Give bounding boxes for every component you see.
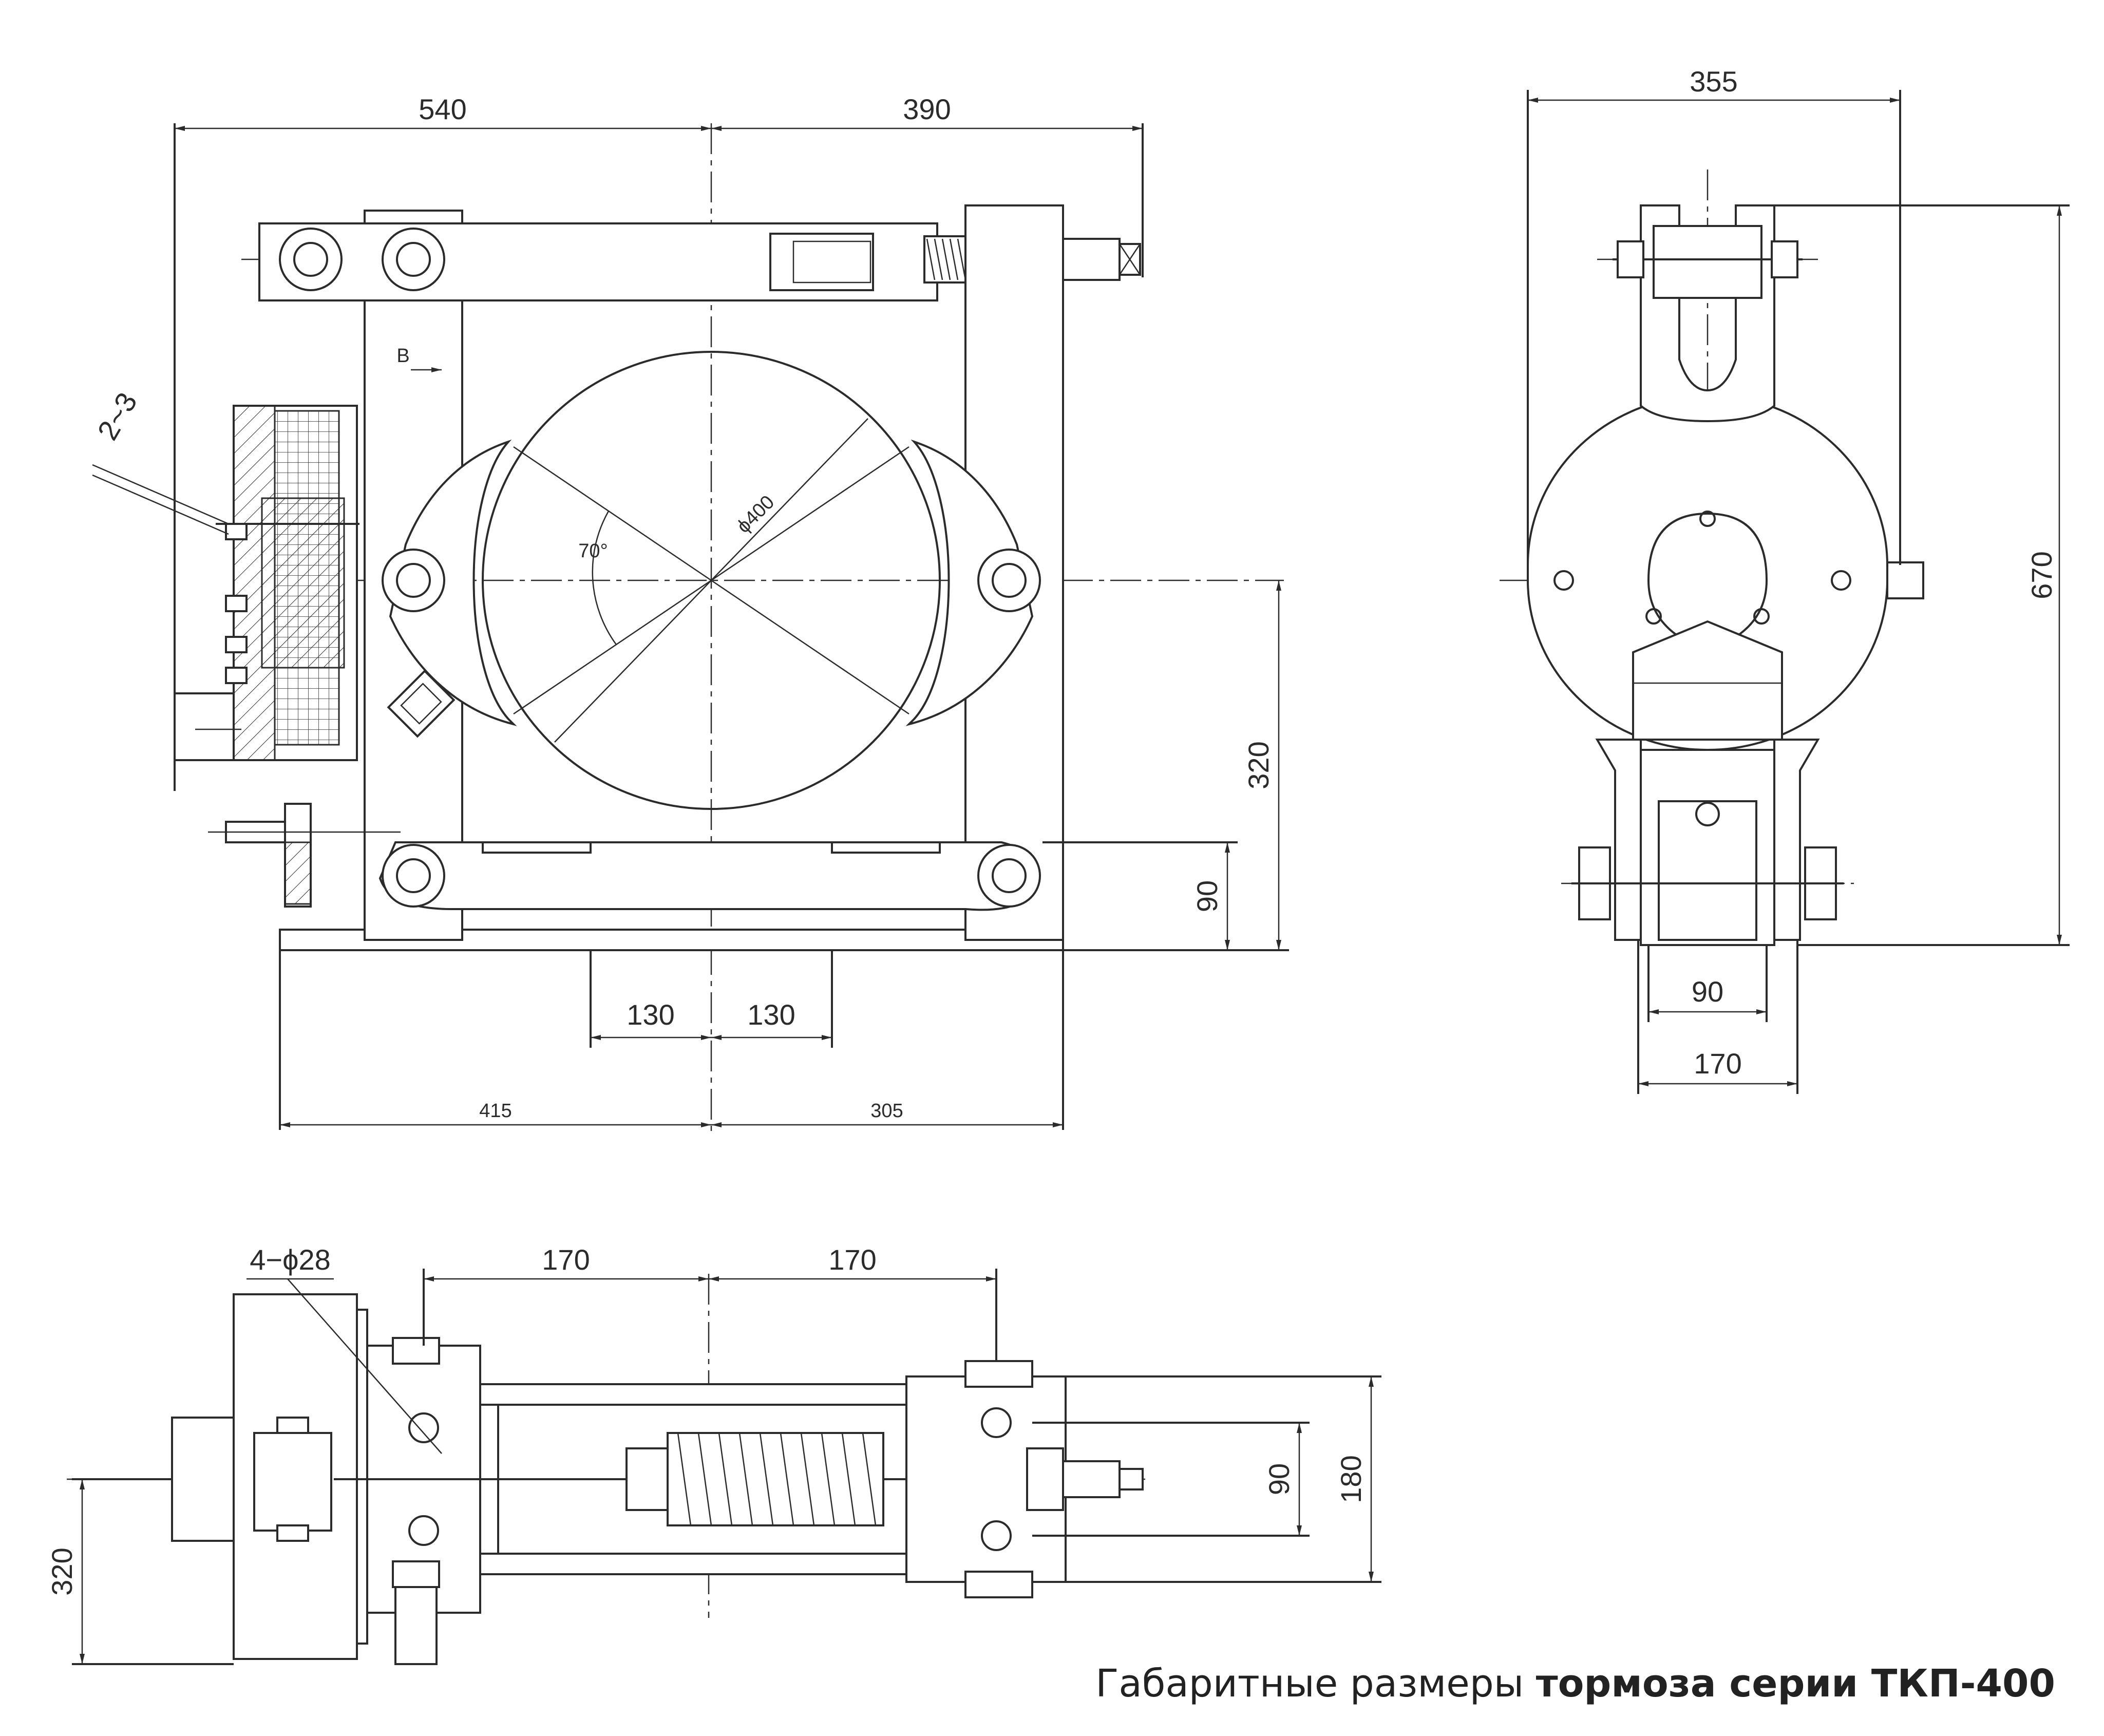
upper-clevis xyxy=(1653,225,1762,299)
plan-view: 4−ϕ28 170 170 90 180 320 xyxy=(46,1243,1381,1665)
dim-text-415: 415 xyxy=(479,1100,511,1122)
plan-rod-end xyxy=(1119,1468,1144,1490)
hub-hole-top xyxy=(1699,511,1716,527)
upper-nut-right xyxy=(1771,240,1798,278)
bolt-hole-right xyxy=(1831,570,1851,591)
dim-text-side-170: 170 xyxy=(1694,1047,1741,1080)
terminal-box xyxy=(174,692,235,761)
plan-right-top-clamp xyxy=(964,1360,1033,1388)
plan-spring-cap xyxy=(625,1447,669,1511)
side-view: 355 670 90 170 xyxy=(1500,65,2070,1094)
dim-text-side-90: 90 xyxy=(1692,975,1723,1008)
bolt-hole-left xyxy=(1553,570,1574,591)
lower-fork-left xyxy=(1595,739,1642,941)
plan-hole-left-bottom xyxy=(408,1515,439,1546)
plan-bar-bottom xyxy=(479,1553,907,1575)
dim-text-plan-180: 180 xyxy=(1335,1455,1367,1503)
bolt-a xyxy=(225,523,248,540)
plan-hole-left-top xyxy=(408,1412,439,1443)
dim-text-670: 670 xyxy=(2025,551,2058,599)
plan-hole-right-top xyxy=(981,1407,1012,1438)
plan-bar-top xyxy=(479,1383,907,1406)
motor-hub xyxy=(1647,512,1768,638)
brake-drum xyxy=(482,351,941,810)
gap-leader-a xyxy=(92,464,229,525)
gap-leader-b xyxy=(92,474,229,535)
bolt-b xyxy=(225,595,248,612)
pin-shoe-right xyxy=(977,549,1041,612)
angle-line-lower-right xyxy=(711,579,909,715)
gap-letter-text: B xyxy=(396,345,409,367)
dim-text-plan-170-left: 170 xyxy=(542,1243,590,1276)
caption-normal: Габаритные размеры xyxy=(1095,1662,1536,1706)
pin-top-left xyxy=(279,228,343,291)
plan-adjust-nut xyxy=(1062,1460,1121,1498)
front-view: 540 390 415 305 130 130 320 90 2~3 70° ϕ… xyxy=(91,93,1289,1135)
lower-fork-right xyxy=(1773,739,1820,941)
plan-spring xyxy=(667,1432,884,1526)
holes-text: 4−ϕ28 xyxy=(250,1243,331,1276)
diameter-text: ϕ400 xyxy=(733,492,779,538)
bolt-d xyxy=(225,667,248,684)
lower-bar-plate-right xyxy=(831,841,941,854)
angle-text: 70° xyxy=(578,540,608,562)
lower-bar-plate-left xyxy=(482,841,592,854)
dim-text-540: 540 xyxy=(419,93,466,125)
pin-bottom-left xyxy=(382,844,445,908)
plan-hole-right-bottom xyxy=(981,1520,1012,1551)
plan-clevis-nut-bottom xyxy=(276,1524,309,1542)
lower-bolt-head xyxy=(1695,802,1720,826)
dim-text-plan-90: 90 xyxy=(1263,1463,1295,1495)
dim-text-320: 320 xyxy=(1242,741,1275,789)
pin-top-lever xyxy=(382,228,445,291)
adjust-nut xyxy=(1062,238,1121,281)
rod-end-cross xyxy=(1119,243,1141,275)
dim-text-90: 90 xyxy=(1191,880,1223,912)
angle-line-lower-left xyxy=(513,579,712,715)
bolt-c xyxy=(225,636,248,653)
dim-text-plan-170-right: 170 xyxy=(828,1243,876,1276)
hub-hole-left xyxy=(1645,608,1662,625)
plan-right-nut xyxy=(1026,1447,1064,1511)
dim-text-plan-320: 320 xyxy=(46,1548,78,1595)
lever-bracket-inner xyxy=(792,240,871,284)
top-spring xyxy=(923,235,966,284)
lower-clevis-inner xyxy=(1658,800,1757,941)
dim-text-130-right: 130 xyxy=(747,998,795,1031)
plan-left-top-clamp xyxy=(392,1337,440,1365)
lever-bracket xyxy=(769,233,874,291)
adjust-bracket xyxy=(387,669,456,738)
plan-clevis-nut-top xyxy=(276,1417,309,1434)
caption-bold: тормоза серии ТКП-400 xyxy=(1536,1662,2055,1706)
plan-left-post xyxy=(394,1586,438,1665)
pin-shoe-left xyxy=(382,549,445,612)
plan-terminal-box xyxy=(171,1417,235,1542)
plan-magnet-clevis xyxy=(253,1432,332,1532)
armature xyxy=(261,497,345,669)
side-plug xyxy=(1886,561,1924,599)
dim-text-305: 305 xyxy=(870,1100,903,1122)
pin-bottom-right xyxy=(977,844,1041,908)
release-flange-hatch xyxy=(284,841,312,905)
hub-hole-right xyxy=(1753,608,1770,625)
left-brake-shoe xyxy=(389,439,517,726)
dim-text-130-left: 130 xyxy=(627,998,674,1031)
angle-arc xyxy=(592,511,617,645)
angle-line-upper-left xyxy=(513,446,712,581)
right-brake-shoe xyxy=(905,439,1034,726)
drawing-caption: Габаритные размеры тормоза серии ТКП-400 xyxy=(1095,1662,2055,1706)
plan-left-bottom-clamp xyxy=(392,1560,440,1588)
dim-text-gap: 2~3 xyxy=(91,387,143,445)
dim-text-355: 355 xyxy=(1690,65,1737,98)
dim-text-390: 390 xyxy=(903,93,951,125)
angle-line-upper-right xyxy=(711,446,909,581)
upper-nut-left xyxy=(1617,240,1644,278)
holes-leader xyxy=(287,1278,442,1454)
pump-block xyxy=(1632,620,1783,741)
plan-right-bottom-clamp xyxy=(964,1571,1033,1598)
